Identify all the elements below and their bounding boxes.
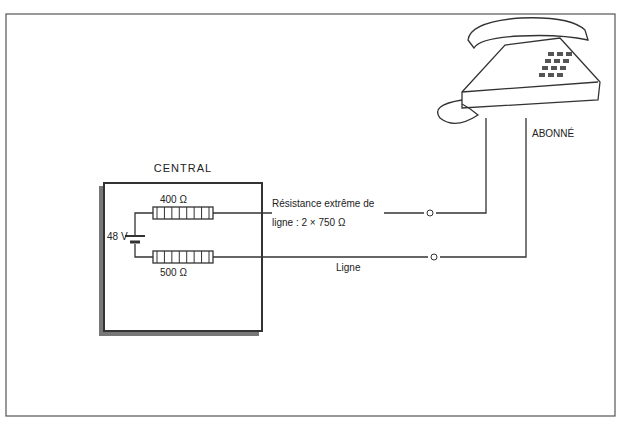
coil-winding [179,251,180,263]
coil-winding [171,207,172,219]
coil-winding [186,207,187,219]
coil-symbol [153,207,213,219]
line-wire-b-phone [440,118,526,257]
value-label: 400 Ω [160,194,187,206]
coil-winding [179,207,180,219]
key [551,66,557,70]
key [557,73,563,77]
wire [135,213,153,236]
line-wire-a-phone [436,118,486,213]
coil-winding [194,251,195,263]
value-label: 48 V [107,231,128,243]
terminal [431,254,437,260]
text-label: Résistance extrême de ligne : 2 × 750 Ω [272,194,384,232]
battery-symbol [125,235,145,237]
coil-winding [171,251,172,263]
text-label: ABONNÉ [532,128,574,140]
terminal [427,210,433,216]
coil-symbol [153,251,213,263]
wire [213,212,261,213]
key [548,52,554,56]
coil-winding [157,251,158,263]
coil-winding [157,207,158,219]
coil-winding [186,251,187,263]
key [539,73,545,77]
coil-winding [201,207,202,219]
coil-winding [164,207,165,219]
key [548,73,554,77]
coil-winding [164,251,165,263]
text-label: Ligne [336,262,360,274]
key [560,66,566,70]
box-heading: CENTRAL [105,162,261,174]
key [557,52,563,56]
battery-symbol [130,241,140,244]
key [554,59,560,63]
coil-winding [201,251,202,263]
central-schematic [105,184,261,330]
key [545,59,551,63]
line-wire-b [263,256,428,257]
coil-winding [209,207,210,219]
wire [135,244,153,257]
wire [213,256,261,257]
key [542,66,548,70]
telephone-illustration [438,18,600,124]
coil-winding [209,251,210,263]
coil-winding [194,207,195,219]
key [566,52,572,56]
key [563,59,569,63]
value-label: 500 Ω [160,267,187,279]
frame-border [6,14,615,416]
